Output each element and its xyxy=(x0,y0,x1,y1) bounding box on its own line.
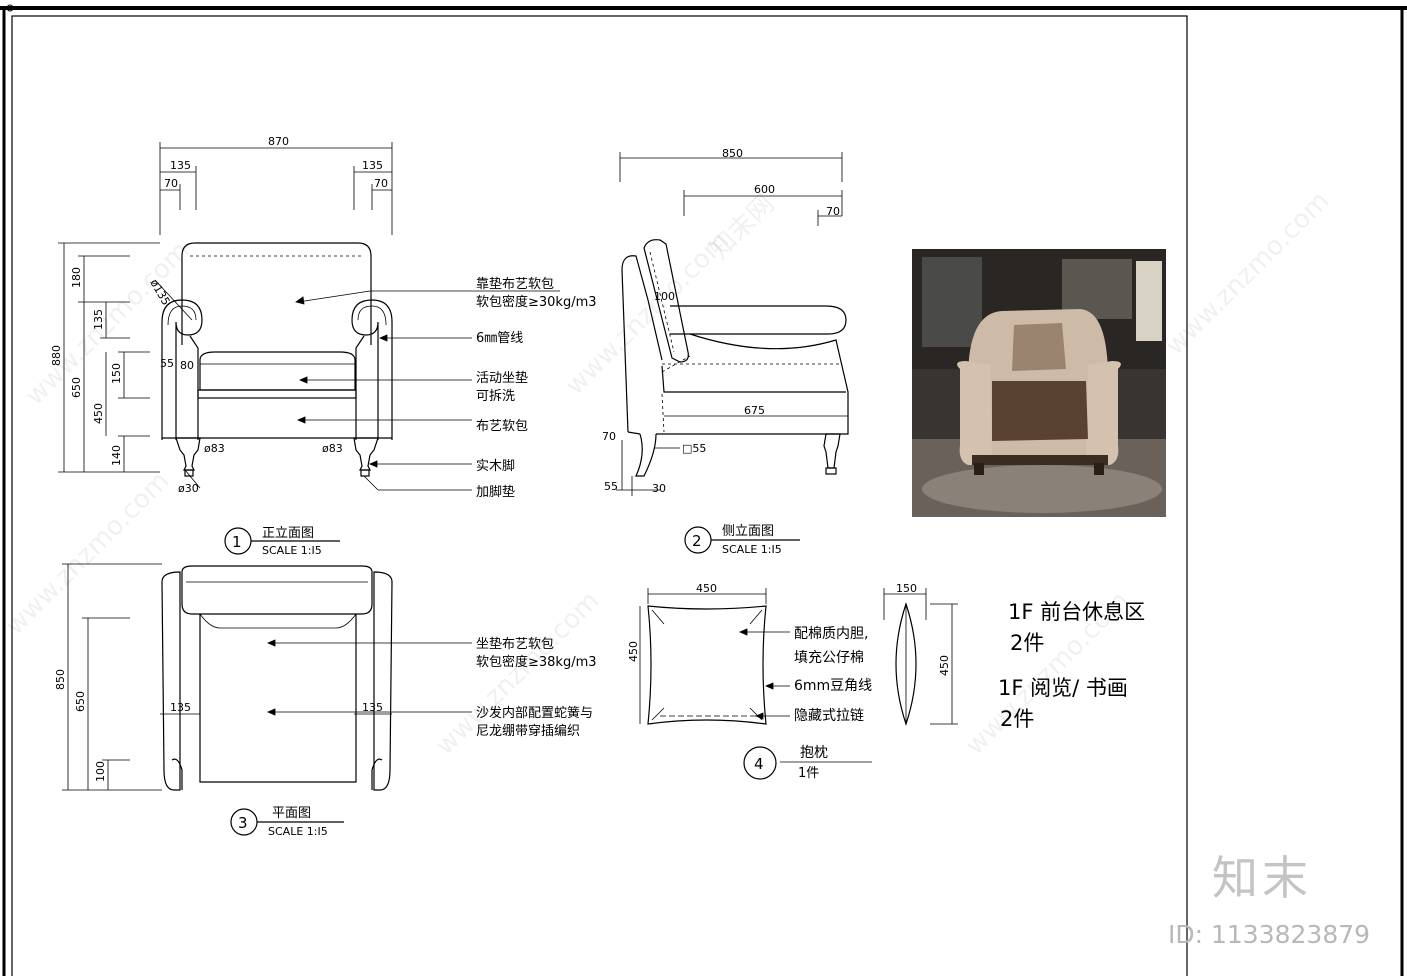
pillow-dimensions xyxy=(639,588,958,763)
dim-cushion: 150 xyxy=(110,363,123,384)
title-4-qty: 1件 xyxy=(798,766,820,781)
dim-plan-arm-right: 135 xyxy=(362,701,383,714)
dim-side-foot: 30 xyxy=(652,482,666,495)
front-dimensions xyxy=(58,142,393,489)
label-back-cushion-1: 靠垫布艺软包 xyxy=(476,277,555,292)
dim-plan-arm-left: 135 xyxy=(170,701,191,714)
label-leg: 实木脚 xyxy=(476,459,516,474)
label-pillow-fill-1: 配棉质内胆, xyxy=(794,626,869,642)
plan-view xyxy=(161,565,393,791)
dim-side-depth: 850 xyxy=(722,147,743,160)
dim-arm-left: 135 xyxy=(170,159,191,172)
label-foot-pad: 加脚垫 xyxy=(476,485,516,500)
dim-leg: 140 xyxy=(110,445,123,466)
title-1-name: 正立面图 xyxy=(262,526,315,541)
dim-pillow-side-h: 450 xyxy=(938,655,951,676)
title-2-number: 2 xyxy=(692,532,702,550)
label-seat-2: 可拆洗 xyxy=(476,389,516,404)
label-pillow-fill-2: 填充公仔棉 xyxy=(794,650,864,666)
label-plan-seat-2: 软包密度≥38kg/m3 xyxy=(476,655,597,670)
dim-side-seat-depth: 600 xyxy=(754,183,775,196)
dim-leg-top-right: ø83 xyxy=(322,442,343,455)
title-3-number: 3 xyxy=(238,814,248,832)
title-1-scale: SCALE 1:I5 xyxy=(262,544,322,557)
reference-photo xyxy=(912,249,1166,517)
plan-dim-texts: 850 650 100 135 135 xyxy=(54,669,383,782)
label-piping: 6㎜管线 xyxy=(476,331,524,346)
pillow-views xyxy=(647,602,917,726)
label-plan-inner-2: 尼龙绷带穿插编织 xyxy=(476,724,581,739)
watermark-logo: 知末 xyxy=(1212,851,1312,905)
dim-pillow-thick: 150 xyxy=(896,582,917,595)
title-numbers: 1 2 3 4 xyxy=(232,532,764,832)
dim-side-leg-bottom: 55 xyxy=(604,480,618,493)
dim-overall-width: 870 xyxy=(268,135,289,148)
title-4-number: 4 xyxy=(754,755,764,773)
dim-offset-a: 55 xyxy=(160,357,174,370)
dim-arm-right-inner: 70 xyxy=(374,177,388,190)
title-markers xyxy=(224,526,800,836)
title-2-name: 侧立面图 xyxy=(722,524,775,539)
dim-seat-to-leg: 450 xyxy=(92,403,105,424)
note-line-3: 1F 阅览/ 书画 xyxy=(998,676,1128,700)
label-plan-inner-1: 沙发内部配置蛇簧与 xyxy=(476,706,594,721)
note-line-4: 2件 xyxy=(1000,707,1035,731)
note-line-2: 2件 xyxy=(1010,631,1045,655)
title-2-scale: SCALE 1:I5 xyxy=(722,543,782,556)
note-line-1: 1F 前台休息区 xyxy=(1008,600,1146,624)
front-elevation xyxy=(161,242,393,477)
dim-side-leg-size: □55 xyxy=(682,442,706,455)
pillow-leaders xyxy=(738,628,790,720)
sheet-frame xyxy=(0,4,1407,976)
title-3-name: 平面图 xyxy=(272,806,312,821)
dim-seat-h: 650 xyxy=(70,377,83,398)
label-pillow-piping: 6mm豆角线 xyxy=(794,678,873,694)
label-seat-1: 活动坐垫 xyxy=(476,371,529,386)
side-dimensions xyxy=(616,152,848,496)
dim-arm-right: 135 xyxy=(362,159,383,172)
front-leaders xyxy=(295,290,560,491)
dim-height-total: 880 xyxy=(50,345,63,366)
dim-offset-b: 80 xyxy=(180,359,194,372)
dim-plan-seat: 650 xyxy=(74,691,87,712)
side-dim-texts: 850 600 70 100 675 70 55 30 □55 xyxy=(602,147,840,495)
label-plan-seat-1: 坐垫布艺软包 xyxy=(476,637,555,652)
title-4-name: 抱枕 xyxy=(800,745,828,761)
dim-side-back-thick: 100 xyxy=(654,290,675,303)
title-3-scale: SCALE 1:I5 xyxy=(268,825,328,838)
pillow-dim-texts: 450 450 150 450 xyxy=(627,582,951,676)
dim-side-arm-back: 70 xyxy=(826,205,840,218)
dim-side-leg-h: 70 xyxy=(602,430,616,443)
front-dim-texts: 870 135 70 135 70 880 180 650 135 150 45… xyxy=(50,135,388,495)
plan-dimensions xyxy=(62,563,392,791)
label-body: 布艺软包 xyxy=(476,419,529,434)
dim-plan-front: 100 xyxy=(94,761,107,782)
dim-side-cushion-depth: 675 xyxy=(744,404,765,417)
label-pillow-zip: 隐藏式拉链 xyxy=(794,708,864,724)
dim-arm-left-inner: 70 xyxy=(164,177,178,190)
dim-leg-top-left: ø83 xyxy=(204,442,225,455)
dim-arm-roll: 135 xyxy=(92,309,105,330)
dim-pillow-height: 450 xyxy=(627,641,640,662)
side-elevation xyxy=(621,239,849,477)
watermark-id: ID: 1133823879 xyxy=(1168,920,1371,949)
dim-leg-foot: ø30 xyxy=(178,482,199,495)
plan-leaders xyxy=(266,639,472,716)
title-1-number: 1 xyxy=(232,533,242,551)
dim-back: 180 xyxy=(70,267,83,288)
dim-plan-depth: 850 xyxy=(54,669,67,690)
label-back-cushion-2: 软包密度≥30kg/m3 xyxy=(476,295,597,310)
dim-pillow-width: 450 xyxy=(696,582,717,595)
